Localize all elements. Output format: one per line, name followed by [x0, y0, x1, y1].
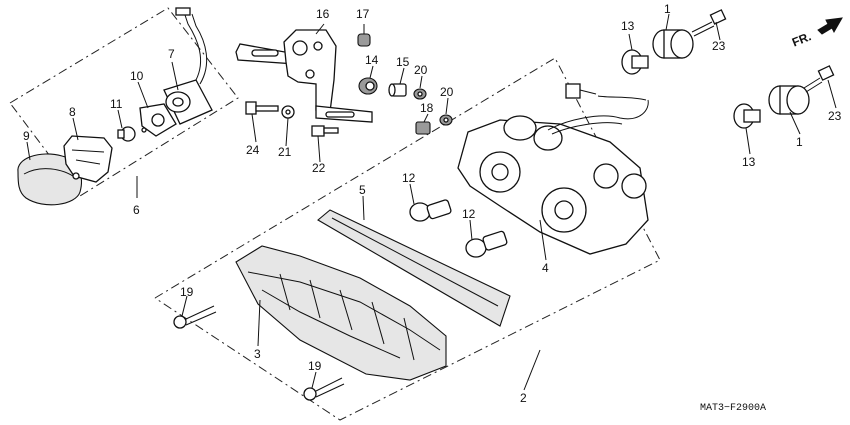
washer-21 [281, 105, 295, 119]
group-outline-taillight [154, 57, 661, 421]
diagram-code: MAT3−F2900A [700, 403, 766, 414]
group-outline-license-light [9, 7, 239, 197]
callout-1-lower: 1 [796, 135, 803, 149]
callout-20-upper: 20 [414, 63, 428, 77]
callout-23-upper: 23 [712, 39, 726, 53]
bolt-23-upper [691, 9, 727, 37]
lens-screw-lower [303, 377, 345, 401]
bolt-23-lower [803, 65, 835, 93]
callout-22: 22 [312, 161, 326, 175]
callout-7: 7 [168, 47, 175, 61]
license-housing [63, 135, 113, 183]
nut [415, 121, 431, 135]
grommet-small [357, 33, 371, 47]
callout-18: 18 [420, 101, 434, 115]
grommet-1-lower [768, 85, 810, 115]
callout-17: 17 [356, 7, 370, 21]
callout-10: 10 [130, 69, 144, 83]
callout-15: 15 [396, 55, 410, 69]
direction-indicator: FR. [790, 17, 843, 49]
callout-6: 6 [133, 203, 140, 217]
callout-16: 16 [316, 7, 330, 21]
tail-bulb-lower [465, 230, 508, 258]
callout-8: 8 [69, 105, 76, 119]
callout-13-lower: 13 [742, 155, 756, 169]
collar-13-upper [621, 49, 649, 75]
lens-screw-upper [173, 305, 217, 329]
bolt-22 [311, 125, 339, 137]
direction-label: FR. [790, 29, 813, 49]
callout-3: 3 [254, 347, 261, 361]
arrow-right-icon [817, 17, 843, 35]
callout-9: 9 [23, 129, 30, 143]
callout-23-lower: 23 [828, 109, 842, 123]
grommet-1-upper [652, 29, 694, 59]
taillight-lens [235, 245, 447, 381]
callout-labels: 1 1 2 3 4 5 6 7 8 9 10 11 12 12 13 13 14… [23, 2, 842, 405]
washer-upper [413, 88, 427, 100]
license-lens [17, 153, 82, 206]
lens-gasket [317, 209, 511, 327]
callout-11: 11 [110, 97, 123, 111]
callout-19-upper: 19 [180, 285, 194, 299]
collar-13-lower [733, 103, 761, 129]
callout-13-upper: 13 [621, 19, 635, 33]
collar [388, 83, 407, 97]
callout-12-lower: 12 [462, 207, 476, 221]
callout-19-lower: 19 [308, 359, 322, 373]
callout-4: 4 [542, 261, 549, 275]
socket-gasket [139, 103, 177, 137]
callout-5: 5 [359, 183, 366, 197]
callout-24: 24 [246, 143, 260, 157]
callout-1-upper: 1 [664, 2, 671, 16]
callout-21: 21 [278, 145, 292, 159]
tail-bulb-upper [409, 199, 452, 222]
license-bulb [117, 126, 136, 142]
license-bracket [235, 29, 373, 123]
callout-2: 2 [520, 391, 527, 405]
washer-lower [439, 114, 453, 126]
callout-20-lower: 20 [440, 85, 454, 99]
leader-lines [26, 13, 837, 391]
taillight-base [457, 83, 649, 255]
bolt-24 [245, 101, 279, 115]
license-socket [163, 7, 213, 125]
callout-12-upper: 12 [402, 171, 416, 185]
rubber-cushion [358, 77, 378, 95]
callout-14: 14 [365, 53, 379, 67]
